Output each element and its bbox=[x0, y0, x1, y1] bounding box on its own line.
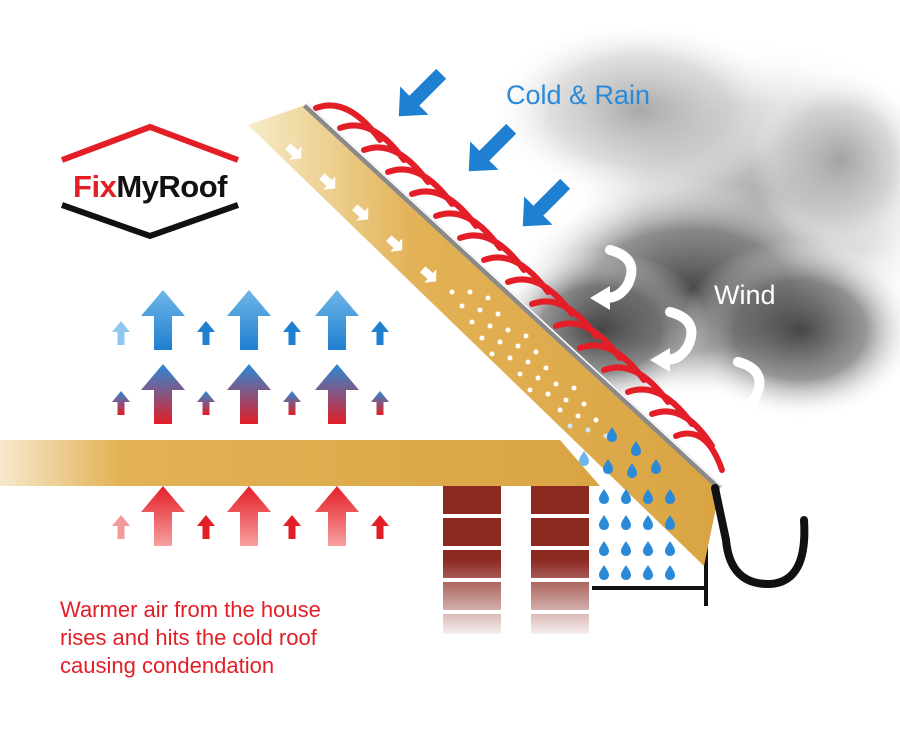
cold-air-arrows bbox=[112, 290, 389, 350]
ceiling-joist bbox=[0, 440, 600, 486]
mixed-air-arrows bbox=[112, 364, 389, 424]
caption-line-2: rises and hits the cold roof bbox=[60, 625, 317, 650]
gutter-icon bbox=[711, 484, 809, 589]
caption-line-1: Warmer air from the house bbox=[60, 597, 321, 622]
roof-membrane bbox=[302, 102, 723, 491]
svg-text:FixMyRoof: FixMyRoof bbox=[73, 169, 228, 204]
cold-arrow-icon bbox=[398, 68, 571, 227]
condensation-caption: Warmer air from the house rises and hits… bbox=[60, 596, 420, 680]
brick-wall bbox=[440, 486, 600, 640]
caption-line-3: causing condendation bbox=[60, 653, 275, 678]
logo-text-myroof: MyRoof bbox=[116, 169, 228, 204]
warm-air-arrow-icon bbox=[112, 486, 389, 546]
cold-rain-label: Cold & Rain bbox=[506, 80, 650, 110]
roof-rafter bbox=[248, 105, 720, 566]
roof-tiles bbox=[313, 102, 725, 473]
airflow-arrows bbox=[285, 143, 437, 283]
logo-text-fix: Fix bbox=[73, 169, 118, 204]
fixmyroof-logo: FixMyRoof bbox=[60, 123, 240, 240]
wind-curl-icon bbox=[601, 245, 765, 415]
roof-logo-icon bbox=[60, 123, 240, 163]
condensation-dots bbox=[449, 289, 609, 439]
wind-label: Wind bbox=[714, 280, 776, 310]
